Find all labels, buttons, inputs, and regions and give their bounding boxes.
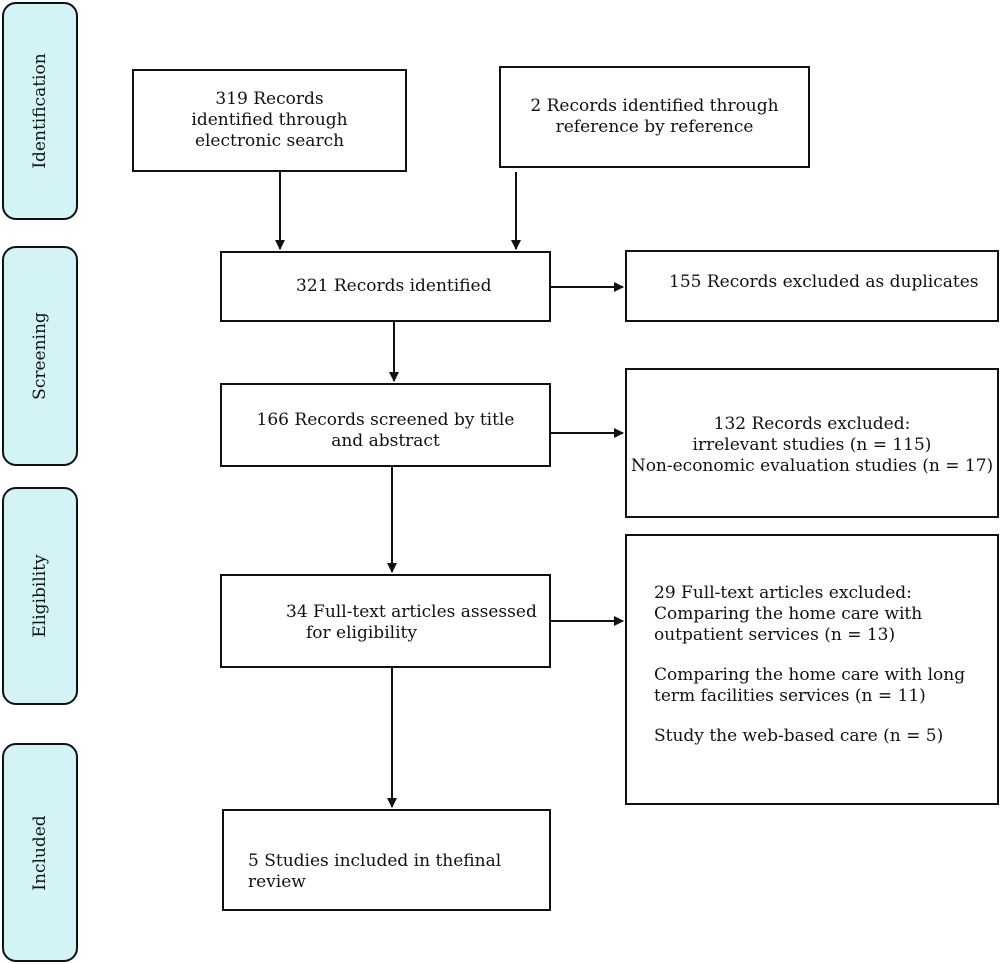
records-screened-line-2: and abstract bbox=[331, 431, 440, 451]
electronic-search-line-2: identified through bbox=[191, 110, 348, 130]
studies-included-line-1: 5 Studies included in thefinal review bbox=[248, 851, 502, 892]
duplicates-excluded-box: 155 Records excluded as duplicates bbox=[625, 250, 999, 322]
full-text-excluded-box: 29 Full-text articles excluded: Comparin… bbox=[625, 534, 999, 805]
phase-included: Included bbox=[2, 743, 78, 962]
reference-search-line-1: 2 Records identified through bbox=[530, 96, 779, 116]
electronic-search-line-3: electronic search bbox=[194, 131, 345, 151]
reference-search-line-2: reference by reference bbox=[555, 117, 754, 137]
records-identified-line-1: 321 Records identified bbox=[296, 276, 492, 296]
records-screened-box: 166 Records screened by title and abstra… bbox=[220, 383, 551, 467]
full-text-assessed-line-2: for eligibility bbox=[306, 623, 417, 643]
electronic-search-line-1: 319 Records bbox=[215, 89, 324, 109]
duplicates-excluded-line-1: 155 Records excluded as duplicates bbox=[669, 272, 979, 292]
full-text-excluded-line-5: term facilities services (n = 11) bbox=[654, 686, 926, 706]
studies-included-box: 5 Studies included in thefinal review bbox=[222, 809, 551, 911]
records-excluded-box: 132 Records excluded: irrelevant studies… bbox=[625, 368, 999, 518]
records-identified-box: 321 Records identified bbox=[220, 251, 551, 322]
phase-eligibility: Eligibility bbox=[2, 487, 78, 705]
records-excluded-line-1: 132 Records excluded: bbox=[713, 414, 911, 434]
records-excluded-line-2: irrelevant studies (n = 115) bbox=[692, 435, 932, 455]
full-text-assessed-box: 34 Full-text articles assessed for eligi… bbox=[220, 574, 551, 668]
records-screened-line-1: 166 Records screened by title bbox=[256, 410, 515, 430]
electronic-search-box: 319 Records identified through electroni… bbox=[132, 69, 407, 172]
full-text-excluded-line-2: Comparing the home care with bbox=[654, 604, 923, 624]
full-text-excluded-line-1: 29 Full-text articles excluded: bbox=[654, 583, 912, 603]
records-excluded-line-3: Non-economic evaluation studies (n = 17) bbox=[630, 456, 994, 476]
full-text-excluded-line-3: outpatient services (n = 13) bbox=[654, 625, 896, 645]
phase-identification: Identification bbox=[2, 2, 78, 220]
full-text-excluded-line-4: Comparing the home care with long bbox=[654, 665, 966, 685]
reference-search-box: 2 Records identified through reference b… bbox=[499, 66, 810, 168]
phase-screening: Screening bbox=[2, 246, 78, 466]
full-text-excluded-line-6: Study the web-based care (n = 5) bbox=[654, 726, 944, 746]
full-text-assessed-line-1: 34 Full-text articles assessed bbox=[286, 602, 537, 622]
